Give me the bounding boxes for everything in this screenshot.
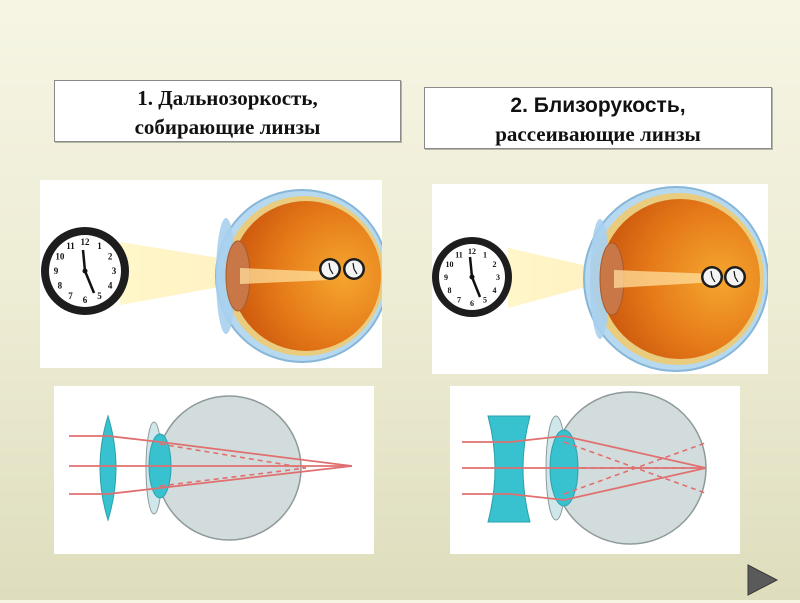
- title-myopia: 2. Близорукость,: [425, 91, 771, 120]
- converging-lens: [100, 416, 116, 520]
- clock-numeral: 7: [68, 291, 73, 301]
- subtitle-diverging-lenses: рассеивающие линзы: [425, 120, 771, 149]
- clock-numeral: 5: [483, 296, 487, 305]
- clock-numeral: 3: [112, 266, 117, 276]
- clock-numeral: 7: [457, 296, 461, 305]
- clock-numeral: 11: [455, 251, 463, 260]
- next-slide-button[interactable]: [744, 562, 780, 598]
- clock-numeral: 12: [81, 237, 91, 247]
- play-triangle-icon[interactable]: [744, 562, 780, 598]
- clock-numeral: 2: [108, 252, 113, 262]
- title-box-hyperopia: 1. Дальнозоркость, собирающие линзы: [54, 80, 401, 142]
- subtitle-converging-lenses: собирающие линзы: [55, 113, 400, 142]
- clock-numeral: 3: [496, 273, 500, 282]
- clock-numeral: 6: [83, 295, 88, 305]
- title-hyperopia: 1. Дальнозоркость,: [55, 84, 400, 113]
- clock-numeral: 1: [483, 251, 487, 260]
- eyeball: [157, 396, 301, 540]
- clock-numeral: 12: [468, 247, 476, 256]
- clock-numeral: 8: [58, 281, 63, 291]
- clock-numeral: 9: [54, 266, 59, 276]
- clock-numeral: 5: [97, 291, 102, 301]
- title-box-myopia: 2. Близорукость, рассеивающие линзы: [424, 87, 772, 149]
- clock-numeral: 10: [55, 252, 65, 262]
- ray-diagram-converging-lens: [54, 386, 374, 554]
- clock-numeral: 11: [66, 241, 75, 251]
- diverging-lens: [488, 416, 530, 522]
- clock-numeral: 4: [493, 286, 497, 295]
- clock-numeral: 1: [97, 241, 102, 251]
- clock-numeral: 2: [493, 260, 497, 269]
- clock-numeral: 4: [108, 281, 113, 291]
- clock-numeral: 8: [448, 286, 452, 295]
- ray-diagram-diverging-lens: [450, 386, 740, 554]
- clock-numeral: 10: [446, 260, 454, 269]
- clock-numeral: 6: [470, 299, 474, 308]
- clock-numeral: 9: [444, 273, 448, 282]
